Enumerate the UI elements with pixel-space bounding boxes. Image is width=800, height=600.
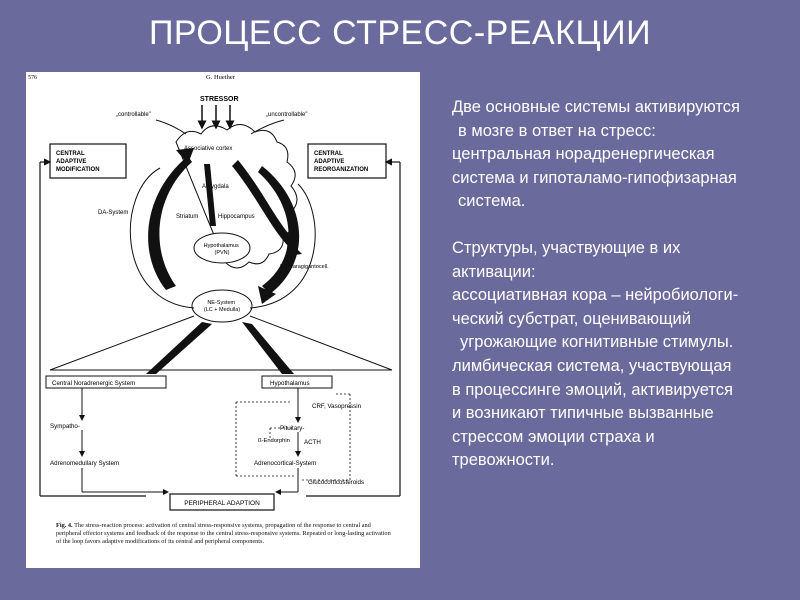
ne-system-label: NE-System (LC + Medulla) — [204, 300, 240, 313]
paragraph-systems: Две основные системы активируются в мозг… — [452, 96, 798, 214]
uncontrollable-arrow — [250, 119, 285, 135]
text-line: система. — [458, 192, 526, 211]
b-endorphin-label: ß-Endorphin — [258, 438, 290, 444]
ne-to-cns-arrow — [146, 322, 212, 374]
text-line: угрожающие когнитивные стимулы. — [460, 333, 734, 352]
hypothalamus-box — [261, 375, 333, 389]
text-line: тревожности. — [452, 451, 555, 470]
pituitary-label: Pituitary- — [280, 425, 304, 432]
left-loop-line — [129, 167, 195, 309]
ne-system-node — [191, 289, 253, 323]
slide-title: ПРОЦЕСС СТРЕСС-РЕАКЦИИ — [148, 14, 652, 52]
caption-text: The stress-reaction process: activation … — [56, 522, 391, 545]
text-line: в процессинге эмоций, активируется — [452, 380, 733, 399]
peripheral-adaption-label: PERIPHERAL ADAPTION — [184, 500, 260, 507]
text-line: лимбическая система, участвующая — [452, 356, 732, 375]
stress-diagram: 576 G. Huether STRESSOR „controllable" „… — [28, 74, 401, 511]
adrenomedullary-label: Adrenomedullary System — [50, 460, 119, 467]
controllable-label: „controllable" — [116, 112, 151, 118]
striatum-label: Striatum — [176, 214, 198, 220]
right-loop-line — [249, 183, 316, 309]
side-feedback-lines — [39, 158, 401, 497]
stressor-label: STRESSOR — [200, 96, 239, 103]
uncontrollable-label: „uncontrollable" — [266, 112, 308, 118]
associative-cortex-label: Associative cortex — [184, 146, 232, 152]
thick-feedback-arrows — [148, 148, 302, 304]
hypothalamus-label: Hypothalamus — [270, 380, 310, 387]
text-line: ассоциативная кора – нейробиологи- — [452, 286, 739, 305]
page-number: 576 — [28, 75, 37, 81]
adrenocortical-label: Adrenocortical-System — [254, 460, 316, 467]
text-line: центральная норадренергическая — [452, 145, 715, 164]
text-line: Структуры, участвующие в их — [452, 238, 681, 257]
hypothalamus-pvn-node — [193, 232, 251, 264]
glucocorticosteroids-label: Glucocorticosteroids — [308, 479, 364, 486]
hippocampus-label: Hippocampus — [218, 214, 255, 220]
feedback-dashed-lines — [235, 393, 351, 481]
text-line: ческий субстрат, оценивающий — [452, 309, 691, 328]
description-text: Две основные системы активируются в мозг… — [452, 96, 798, 496]
peripheral-adaption-box — [169, 493, 275, 511]
ne-to-hypothalamus-arrow — [242, 322, 294, 374]
caption-figure-number: Fig. 4. — [56, 522, 73, 529]
paragraph-structures: Структуры, участвующие в их активации: а… — [452, 237, 798, 473]
central-adaptive-reorganization-label: CENTRAL ADAPTIVE REORGANIZATION — [314, 151, 368, 173]
figure-caption: Fig. 4. The stress-reaction process: act… — [56, 522, 396, 546]
central-noradrenergic-label: Central Noradrenergic System — [52, 380, 135, 387]
author-label: G. Huether — [206, 74, 236, 81]
text-line: активации: — [452, 262, 536, 281]
acth-label: ACTH — [304, 439, 321, 446]
central-adaptive-modification-label: CENTRAL ADAPTIVE MODIFICATION — [56, 151, 100, 173]
cascade-lines — [79, 388, 301, 495]
hypothalamus-pvn-label: Hypothalamus (PVN) — [204, 243, 241, 256]
effector-fan — [49, 315, 393, 371]
nc-paragigantocell-label: Nc. paragigantocell. — [280, 264, 329, 270]
stressor-arrows — [197, 105, 235, 130]
stress-reaction-figure: 576 G. Huether STRESSOR „controllable" „… — [26, 72, 420, 568]
controllable-arrow — [155, 119, 187, 135]
amygdala-label: Amygdala — [202, 184, 229, 190]
cortex-cloud — [175, 124, 298, 269]
text-line: стрессом эмоции страха и — [452, 427, 655, 446]
text-line: Две основные системы активируются — [452, 98, 740, 116]
sympatho-label: Sympatho- — [50, 423, 80, 430]
crf-vasopressin-label: CRF, Vasopressin — [312, 403, 362, 410]
da-system-label: DA-System — [98, 210, 128, 216]
text-line: система и гипоталамо-гипофизарная — [452, 168, 737, 187]
text-line: и возникают типичные вызванные — [452, 404, 714, 423]
text-line: в мозге в ответ на стресс: — [458, 121, 656, 140]
central-noradrenergic-box — [45, 375, 167, 389]
